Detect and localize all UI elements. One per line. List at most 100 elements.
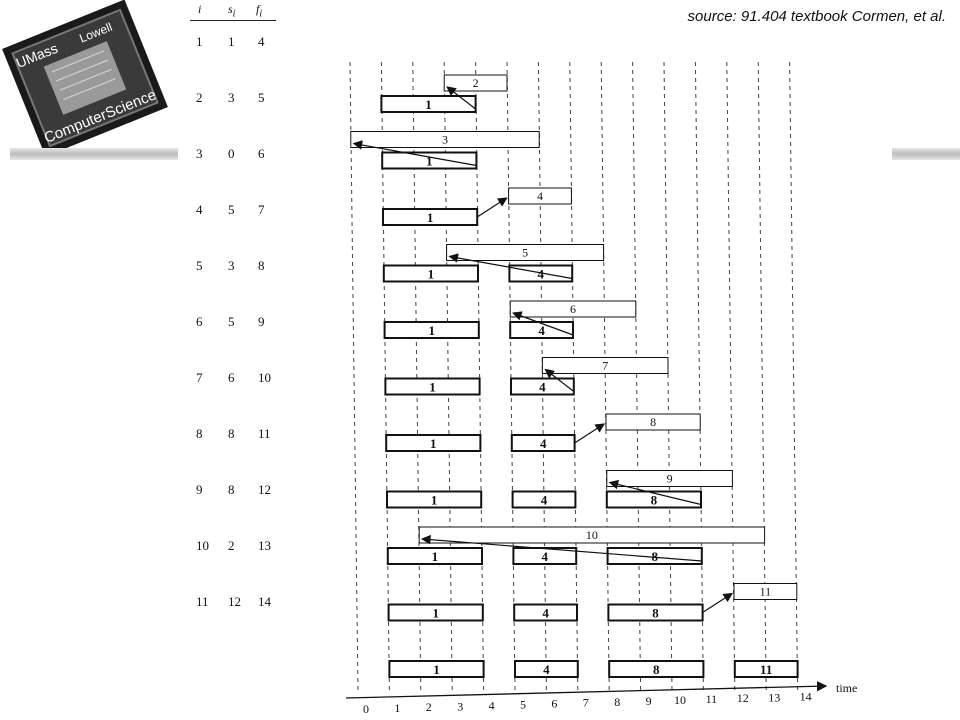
time-tick-label: 6 — [551, 697, 557, 711]
table-cell-f: 11 — [258, 426, 271, 441]
selected-activity-label: 4 — [539, 380, 546, 395]
gridline — [694, 61, 704, 691]
candidate-activity-label: 8 — [650, 415, 656, 429]
candidate-activity-box — [508, 187, 572, 205]
table-cell-i: 7 — [196, 370, 203, 385]
table-cell-f: 14 — [258, 594, 271, 609]
table-cell-i: 3 — [196, 146, 203, 161]
selected-activity-box — [382, 264, 479, 283]
time-axis-line — [345, 681, 828, 699]
selected-activity-label: 8 — [653, 662, 660, 677]
selected-activity-label: 4 — [542, 606, 549, 621]
selected-activity-label: 8 — [652, 606, 659, 621]
time-tick-label: 5 — [520, 698, 526, 712]
conflict-arrow — [448, 253, 573, 280]
selected-activity-label: 11 — [760, 662, 772, 677]
selected-activity-label: 1 — [429, 380, 436, 395]
time-tick-label: 7 — [583, 696, 589, 710]
conflict-arrow — [352, 140, 477, 167]
selected-activity-box — [380, 95, 477, 113]
conflict-arrow — [608, 479, 702, 506]
gridline — [537, 61, 547, 691]
candidate-activity-label: 7 — [602, 359, 608, 373]
selected-activity-label: 1 — [433, 662, 440, 677]
table-cell-s: 3 — [228, 90, 235, 105]
selected-activity-box — [509, 321, 575, 339]
table-cell-i: 5 — [196, 258, 203, 273]
table-cell-i: 4 — [196, 202, 203, 217]
selected-activity-box — [511, 490, 577, 509]
table-cell-i: 8 — [196, 426, 203, 441]
time-tick-label: 2 — [426, 700, 432, 714]
time-tick-label: 14 — [800, 689, 812, 703]
table-cell-f: 9 — [258, 314, 265, 329]
candidate-activity-label: 5 — [522, 246, 528, 260]
candidate-activity-box — [443, 74, 508, 92]
table-cell-s: 0 — [228, 146, 235, 161]
selected-activity-box — [384, 377, 481, 396]
time-tick-label: 8 — [614, 695, 620, 709]
table-cell-s: 5 — [228, 202, 235, 217]
column-header-f-letter: f — [256, 2, 260, 16]
table-cell-s: 5 — [228, 314, 235, 329]
time-tick-label: 9 — [646, 694, 652, 708]
selection-step: 12 — [380, 74, 508, 113]
table-cell-f: 8 — [258, 258, 265, 273]
time-tick-label: 12 — [737, 691, 749, 705]
time-axis-label: time — [836, 681, 857, 695]
column-header-s: si — [228, 2, 235, 19]
selected-activity-box — [381, 151, 478, 170]
candidate-activity-label: 6 — [570, 302, 576, 316]
table-cell-s: 8 — [228, 482, 235, 497]
table-cell-f: 4 — [258, 34, 265, 49]
candidate-activity-box — [418, 526, 766, 544]
gridline — [663, 61, 673, 691]
time-tick-label: 3 — [457, 699, 463, 713]
conflict-arrow — [544, 368, 575, 392]
column-header-i: i — [198, 2, 202, 16]
time-tick-label: 4 — [489, 698, 495, 712]
table-header-rule — [190, 20, 276, 21]
selected-activity-label: 1 — [427, 210, 434, 225]
table-cell-s: 12 — [228, 594, 241, 609]
selected-activity-box — [388, 660, 485, 678]
selected-activity-label: 8 — [651, 549, 658, 564]
time-tick-label: 11 — [706, 692, 718, 706]
time-tick-label: 10 — [674, 693, 686, 707]
time-tick-label: 1 — [394, 701, 400, 715]
selected-activity-box — [512, 547, 578, 565]
selection-step: 1 4 6 — [383, 300, 637, 339]
selected-activity-box — [733, 660, 799, 678]
selected-activity-label: 1 — [426, 154, 433, 169]
selected-activity-label: 1 — [428, 323, 435, 338]
time-tick-label: 0 — [363, 702, 369, 716]
selected-activity-box — [605, 490, 702, 509]
selected-activity-box — [386, 490, 483, 509]
candidate-activity-box — [446, 244, 605, 261]
source-note: source: 91.404 textbook Cormen, et al. — [687, 8, 946, 25]
table-cell-f: 7 — [258, 202, 265, 217]
selected-activity-label: 8 — [651, 493, 658, 508]
selected-activity-box — [387, 603, 484, 622]
selection-step: 14 — [382, 187, 572, 226]
candidate-activity-box — [350, 131, 540, 148]
time-tick-label: 13 — [768, 690, 780, 704]
selected-activity-label: 4 — [543, 662, 550, 677]
selected-activity-label: 1 — [432, 549, 439, 564]
selected-activity-label: 4 — [538, 323, 545, 338]
table-cell-f: 6 — [258, 146, 265, 161]
gridline — [726, 61, 736, 691]
gridline — [349, 61, 359, 691]
selected-activity-box — [383, 321, 480, 339]
gridline — [569, 61, 579, 691]
table-cell-s: 8 — [228, 426, 235, 441]
selected-activity-label: 4 — [541, 493, 548, 508]
column-header-s-subscript: i — [232, 8, 236, 20]
selection-step: 13 — [350, 131, 540, 170]
table-cell-f: 12 — [258, 482, 271, 497]
